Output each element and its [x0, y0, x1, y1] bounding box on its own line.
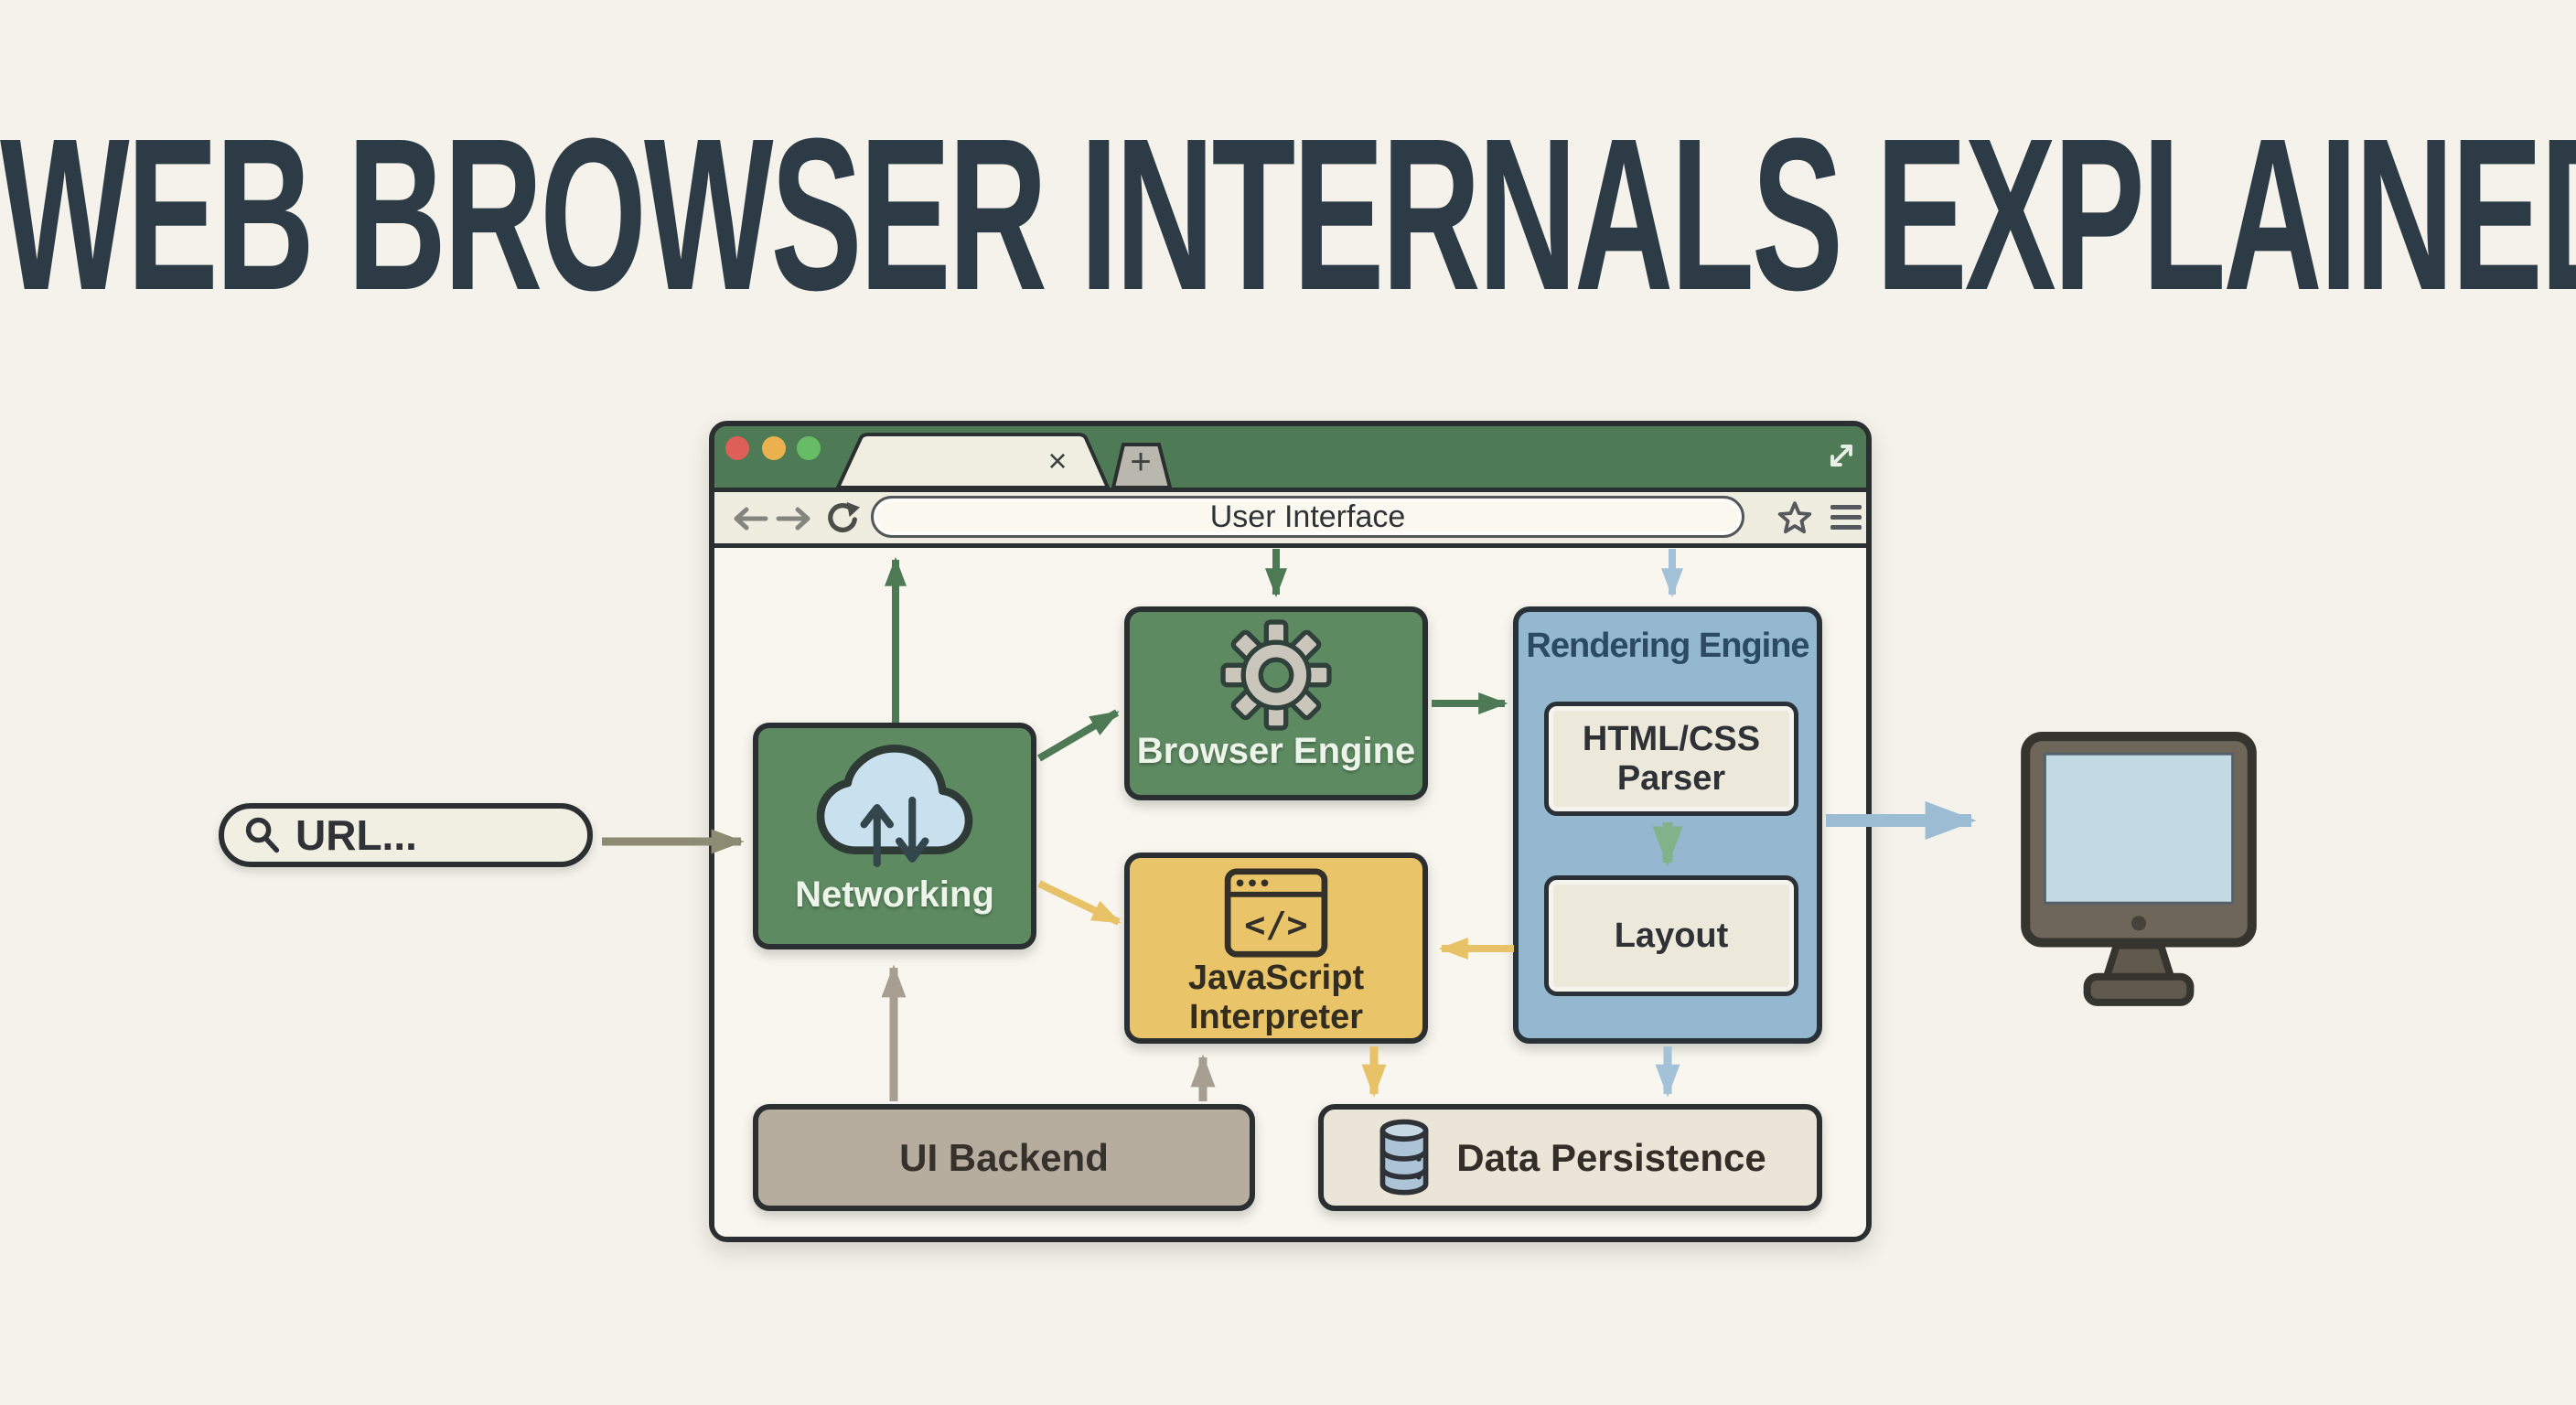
code-window-icon: </>: [1224, 868, 1328, 958]
cloud-transfer-icon: [816, 744, 973, 867]
monitor-icon: [2021, 732, 2257, 1006]
node-javascript-interpreter: </> JavaScript Interpreter: [1124, 853, 1428, 1044]
node-layout: Layout: [1544, 875, 1798, 996]
node-networking: Networking: [753, 723, 1036, 949]
back-button[interactable]: [731, 505, 769, 532]
new-tab-icon[interactable]: +: [1130, 442, 1151, 482]
window-titlebar: × +: [714, 426, 1866, 492]
node-label-line1: JavaScript: [1187, 959, 1365, 997]
close-window-button[interactable]: [725, 436, 749, 460]
node-label: Networking: [795, 874, 994, 915]
search-icon: [245, 817, 280, 853]
node-data-persistence: Data Persistence: [1318, 1104, 1822, 1211]
minimize-window-button[interactable]: [762, 436, 786, 460]
expand-window-icon[interactable]: [1823, 437, 1860, 474]
reload-button[interactable]: [822, 499, 861, 538]
node-label: Rendering Engine: [1526, 627, 1809, 665]
url-input-text: URL...: [295, 811, 417, 859]
gear-icon: [1220, 619, 1332, 731]
node-label: UI Backend: [899, 1135, 1109, 1179]
menu-icon[interactable]: [1830, 505, 1862, 530]
url-input-pill[interactable]: URL...: [219, 803, 593, 867]
window-toolbar: User Interface: [714, 492, 1866, 548]
page-title: WEB BROWSER INTERNALS EXPLAINED: [0, 92, 2576, 336]
zoom-window-button[interactable]: [797, 436, 821, 460]
node-label-line2: Interpreter: [1188, 997, 1364, 1036]
node-label: Layout: [1614, 916, 1729, 955]
browser-tab[interactable]: [835, 433, 1111, 488]
node-ui-backend: UI Backend: [753, 1104, 1255, 1211]
node-html-css-parser: HTML/CSS Parser: [1544, 702, 1798, 816]
new-tab-button[interactable]: [1111, 443, 1173, 488]
database-icon: [1379, 1119, 1429, 1196]
address-bar-text: User Interface: [1209, 499, 1406, 534]
svg-text:</>: </>: [1244, 905, 1307, 946]
forward-button[interactable]: [775, 505, 813, 532]
bookmark-star-icon[interactable]: [1777, 500, 1812, 535]
node-label: Browser Engine: [1136, 731, 1416, 771]
node-browser-engine: Browser Engine: [1124, 606, 1428, 800]
node-label-line2: Parser: [1616, 758, 1726, 798]
node-label-line1: HTML/CSS: [1582, 719, 1761, 758]
tab-strip: × +: [835, 433, 1173, 488]
address-bar[interactable]: User Interface: [871, 496, 1744, 538]
node-label: Data Persistence: [1456, 1135, 1766, 1179]
tab-close-icon[interactable]: ×: [1047, 442, 1067, 479]
